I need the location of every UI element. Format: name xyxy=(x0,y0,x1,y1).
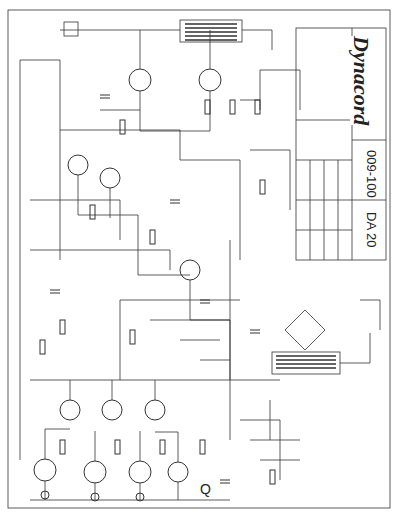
frame xyxy=(8,10,390,508)
tube-symbol xyxy=(84,461,106,483)
power-transformer xyxy=(340,300,380,363)
wire xyxy=(240,70,300,210)
input-jack xyxy=(136,493,144,501)
output-transformer xyxy=(185,24,237,40)
title-block xyxy=(310,160,311,260)
tube-symbol xyxy=(100,168,120,188)
wire xyxy=(45,429,178,462)
resistor-symbol xyxy=(230,100,235,114)
frame xyxy=(8,10,390,508)
output-transformer xyxy=(180,20,242,42)
tube-symbol xyxy=(60,400,80,420)
wire xyxy=(30,380,280,400)
title-block xyxy=(324,160,325,260)
tube-symbol xyxy=(129,461,151,483)
wire xyxy=(240,400,300,480)
brand-logo: Dynacord xyxy=(350,36,372,125)
resistor-symbol xyxy=(40,100,275,484)
resistor-symbol xyxy=(200,440,205,454)
title-block xyxy=(352,140,386,141)
part-label: Q xyxy=(200,482,211,496)
power-transformer xyxy=(285,310,325,350)
resistor-symbol xyxy=(90,205,95,219)
resistor-symbol xyxy=(270,470,275,484)
wire xyxy=(30,481,230,500)
resistor-symbol xyxy=(160,440,165,454)
capacitor-symbol xyxy=(50,95,260,483)
tube-symbol xyxy=(129,69,151,91)
tube-symbol xyxy=(168,462,188,482)
resistor-symbol xyxy=(150,230,155,244)
title-block xyxy=(338,160,339,260)
model-name: DA 20 xyxy=(365,212,378,247)
resistor-symbol xyxy=(40,340,45,354)
tube-symbol xyxy=(68,155,88,175)
capacitor-symbol xyxy=(50,95,260,483)
resistor-symbol xyxy=(255,100,260,114)
resistor-symbol xyxy=(60,320,65,334)
input-jack xyxy=(41,491,144,501)
wire xyxy=(30,110,240,270)
output-transformer xyxy=(64,22,78,36)
title-block xyxy=(296,28,386,260)
resistor-symbol xyxy=(115,440,120,454)
title-block xyxy=(352,200,386,201)
input-jack xyxy=(41,491,49,499)
tube-symbol xyxy=(199,69,221,91)
input-jack xyxy=(91,493,99,501)
tube-symbol xyxy=(102,400,122,420)
resistor-symbol xyxy=(60,440,65,454)
title-block xyxy=(296,120,352,121)
power-transformer xyxy=(272,300,380,374)
drawing-number: 009-100 xyxy=(365,150,378,198)
tube-symbol xyxy=(145,400,165,420)
power-transformer xyxy=(276,356,336,368)
tube-symbol xyxy=(34,459,56,481)
resistor-symbol xyxy=(205,100,210,114)
title-block xyxy=(296,28,386,260)
resistor-symbol xyxy=(130,330,135,344)
output-transformer xyxy=(60,30,272,50)
resistor-symbol xyxy=(260,180,265,194)
wire xyxy=(120,300,240,380)
wire xyxy=(78,175,230,440)
output-transformer xyxy=(60,20,272,50)
tube-symbol xyxy=(180,260,200,280)
resistor-symbol xyxy=(120,120,125,134)
power-transformer xyxy=(272,352,340,374)
wire xyxy=(20,30,210,460)
wire xyxy=(20,30,300,500)
